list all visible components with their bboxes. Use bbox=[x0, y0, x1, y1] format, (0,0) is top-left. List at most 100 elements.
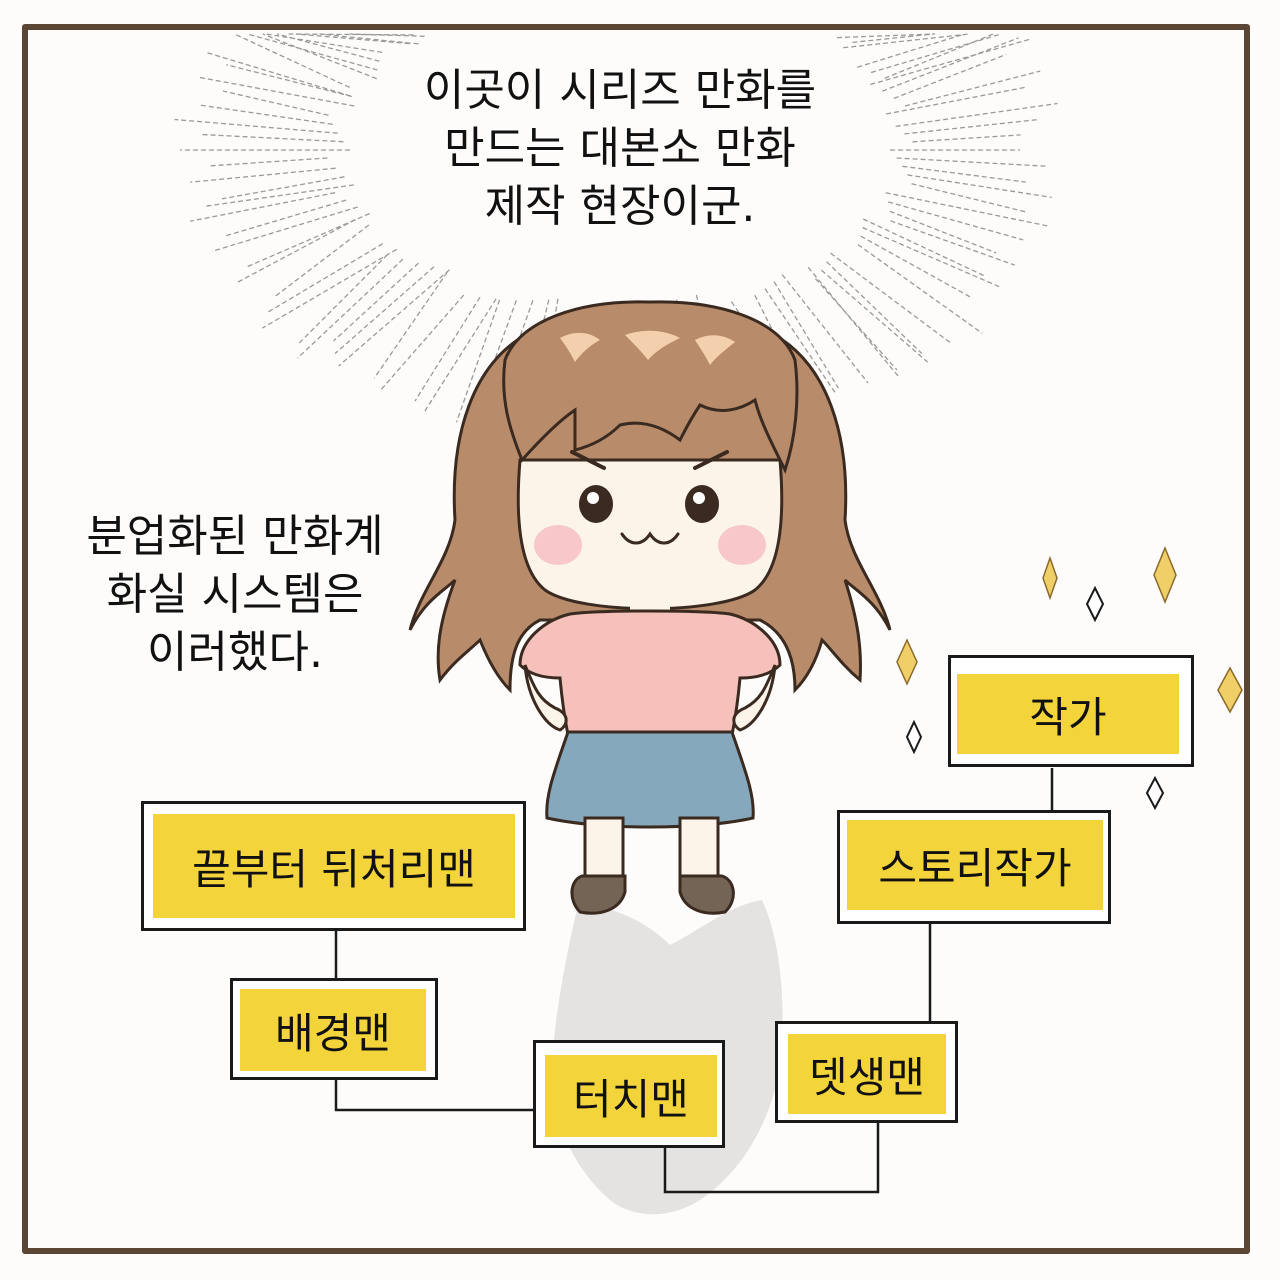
emphasis-line bbox=[222, 90, 329, 116]
speech-line: 제작 현장이군. bbox=[484, 181, 756, 232]
emphasis-line bbox=[889, 210, 997, 254]
left-shoe bbox=[570, 874, 627, 915]
emphasis-line bbox=[857, 244, 983, 334]
emphasis-line bbox=[333, 262, 419, 342]
role-connectors bbox=[334, 768, 1054, 1194]
emphasis-line bbox=[295, 33, 410, 45]
role-label-sketch-man: 뎃생맨 bbox=[788, 1034, 946, 1114]
right-shoe bbox=[678, 874, 735, 915]
emphasis-line bbox=[814, 278, 898, 371]
emphasis-line bbox=[373, 271, 448, 379]
panel-border bbox=[22, 24, 1250, 1254]
speech-bubble-text: 이곳이 시리즈 만화를 만드는 대본소 만화 제작 현장이군. bbox=[380, 62, 860, 236]
emphasis-line bbox=[904, 118, 1040, 135]
emphasis-line bbox=[870, 38, 1030, 86]
speech-line: 만드는 대본소 만화 bbox=[444, 123, 796, 174]
emphasis-line bbox=[190, 192, 336, 222]
sparkle-gold bbox=[896, 638, 918, 686]
emphasis-line bbox=[265, 33, 383, 54]
emphasis-line bbox=[206, 51, 351, 97]
emphasis-line bbox=[862, 218, 987, 278]
emphasis-line bbox=[870, 33, 1002, 74]
emphasis-line bbox=[781, 274, 869, 384]
emphasis-line bbox=[888, 201, 1024, 241]
sparkles bbox=[896, 546, 1243, 811]
emphasis-line bbox=[319, 33, 419, 45]
emphasis-line bbox=[423, 298, 497, 413]
role-box-finishing-man: 끝부터 뒤처리맨 bbox=[141, 801, 526, 931]
emphasis-line bbox=[211, 206, 358, 253]
emphasis-line bbox=[198, 104, 333, 125]
emphasis-line bbox=[247, 33, 378, 71]
sparkle-gold bbox=[1217, 666, 1243, 714]
role-label-finishing-man: 끝부터 뒤처리맨 bbox=[153, 814, 515, 918]
emphasis-line bbox=[773, 281, 839, 389]
emphasis-line bbox=[902, 165, 1026, 183]
emphasis-line bbox=[338, 269, 450, 367]
role-box-author: 작가 bbox=[948, 655, 1194, 767]
narration-text: 분업화된 만화계 화실 시스템은 이러했다. bbox=[55, 508, 415, 682]
emphasis-line bbox=[893, 53, 1007, 100]
shirt bbox=[518, 609, 782, 737]
emphasis-line bbox=[826, 261, 923, 354]
sparkle-white bbox=[1145, 775, 1165, 811]
emphasis-line bbox=[237, 218, 356, 283]
emphasis-line bbox=[882, 37, 1019, 92]
emphasis-line bbox=[852, 33, 934, 44]
emphasis-line bbox=[349, 33, 425, 37]
emphasis-line bbox=[911, 183, 1028, 213]
emphasis-line bbox=[266, 243, 384, 314]
emphasis-line bbox=[247, 212, 370, 268]
emphasis-line bbox=[297, 258, 404, 359]
emphasis-line bbox=[273, 224, 370, 299]
emphasis-line bbox=[904, 70, 1041, 107]
emphasis-line bbox=[836, 33, 936, 39]
emphasis-line bbox=[221, 176, 345, 200]
emphasis-line bbox=[821, 269, 929, 363]
role-label-author: 작가 bbox=[957, 674, 1179, 754]
emphasis-line bbox=[298, 254, 389, 344]
emphasis-line bbox=[209, 157, 328, 167]
narration-line: 이러했다. bbox=[147, 627, 323, 678]
role-box-background-man: 배경맨 bbox=[230, 978, 438, 1080]
emphasis-line bbox=[199, 76, 355, 107]
emphasis-line bbox=[857, 33, 965, 68]
emphasis-line bbox=[884, 33, 994, 79]
sparkle-white bbox=[905, 719, 923, 755]
skirt bbox=[545, 730, 755, 829]
emphasis-line bbox=[380, 294, 465, 391]
emphasis-line bbox=[224, 199, 347, 237]
emphasis-line bbox=[912, 134, 1021, 143]
role-box-sketch-man: 뎃생맨 bbox=[775, 1021, 958, 1123]
role-label-background-man: 배경맨 bbox=[240, 989, 426, 1071]
emphasis-line bbox=[414, 296, 481, 402]
emphasis-line bbox=[174, 118, 338, 134]
emphasis-line bbox=[764, 288, 836, 393]
emphasis-line bbox=[890, 220, 1015, 266]
narration-line: 분업화된 만화계 bbox=[86, 511, 384, 562]
sparkle-white bbox=[1085, 585, 1105, 623]
girl-character bbox=[408, 300, 892, 915]
emphasis-line bbox=[896, 157, 1049, 167]
narration-line: 화실 시스템은 bbox=[106, 569, 364, 620]
emphasis-line bbox=[234, 33, 350, 88]
emphasis-line bbox=[205, 184, 354, 207]
emphasis-line bbox=[830, 252, 953, 345]
emphasis-line bbox=[862, 226, 1002, 289]
emphasis-line bbox=[226, 64, 352, 98]
emphasis-line bbox=[262, 248, 398, 329]
speech-line: 이곳이 시리즈 만화를 bbox=[423, 65, 817, 116]
emphasis-line bbox=[860, 235, 972, 299]
emphasis-line bbox=[895, 102, 1058, 128]
emphasis-line bbox=[885, 192, 1050, 228]
sparkle-gold bbox=[1042, 555, 1058, 601]
emphasis-line bbox=[907, 174, 1052, 199]
emphasis-line bbox=[843, 33, 970, 49]
sparkle-gold bbox=[1153, 546, 1177, 604]
emphasis-line bbox=[190, 167, 336, 183]
role-box-story-writer: 스토리작가 bbox=[837, 810, 1111, 924]
role-label-touch-man: 터치맨 bbox=[545, 1055, 717, 1137]
emphasis-line bbox=[262, 33, 378, 80]
